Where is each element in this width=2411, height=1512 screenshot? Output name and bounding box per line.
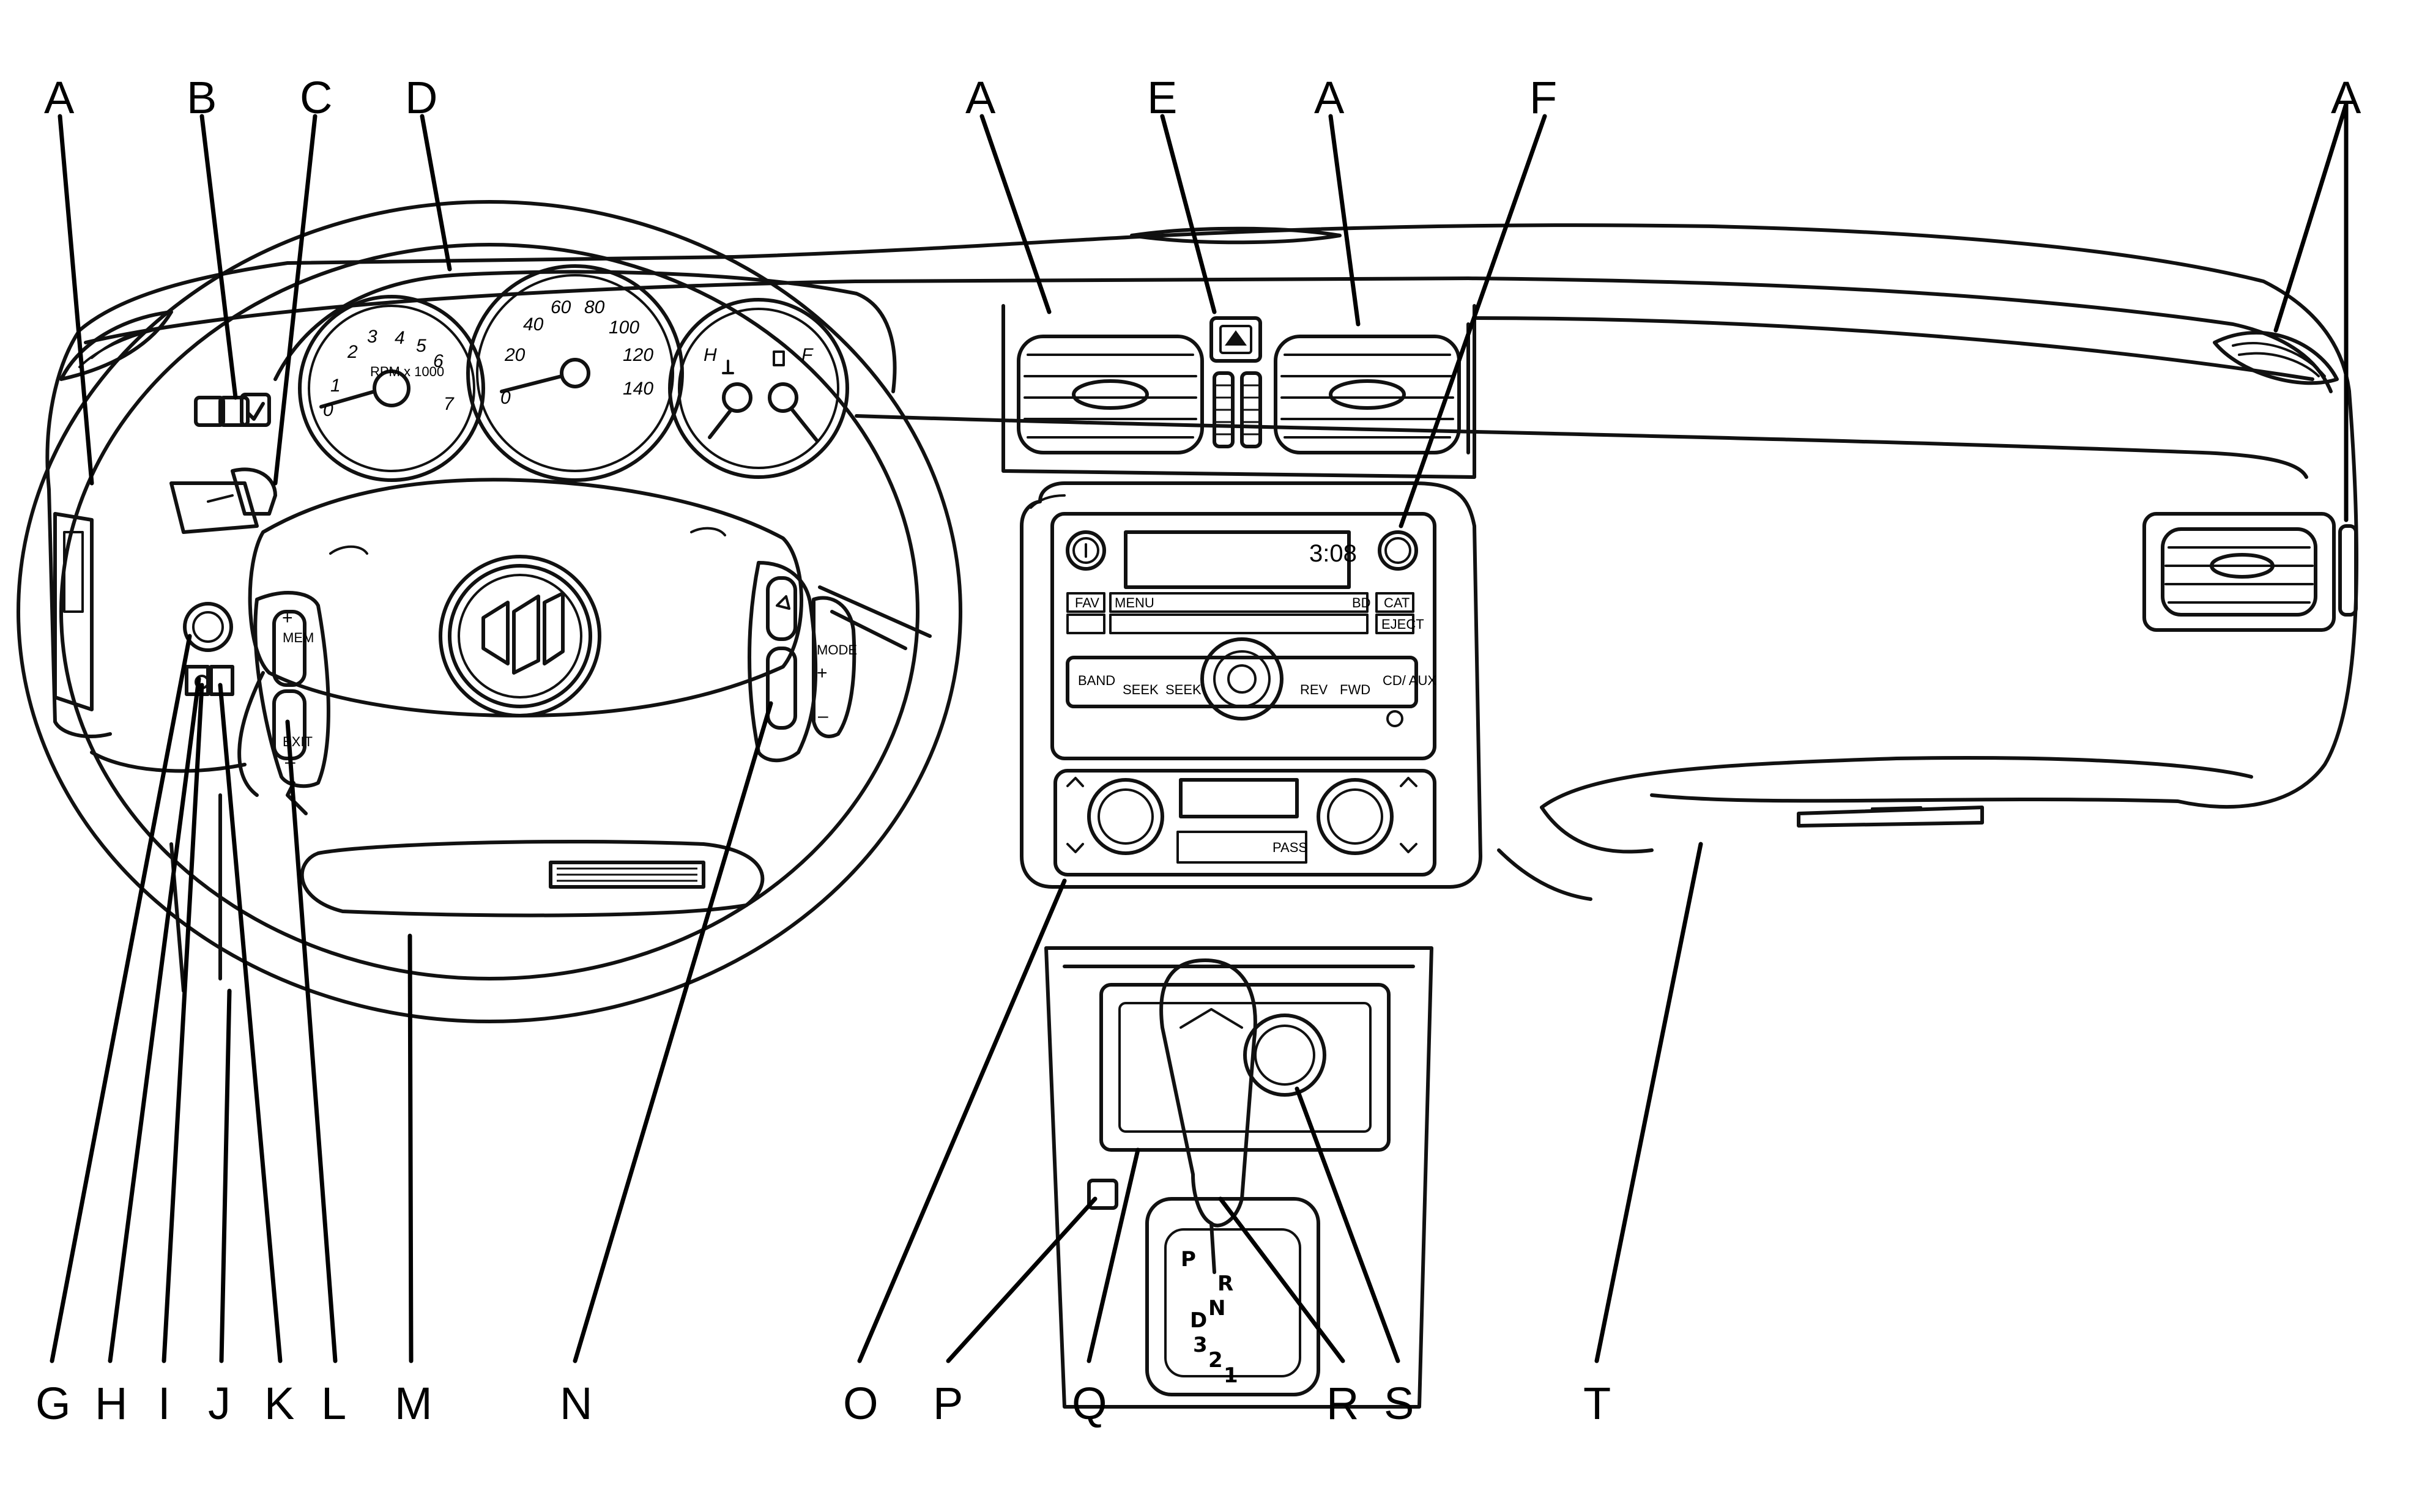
tach-num-1: 1 xyxy=(330,376,341,396)
speed-num-80: 80 xyxy=(584,297,605,317)
svg-text:+: + xyxy=(282,608,293,628)
radio-band-label: BAND xyxy=(1078,673,1115,688)
callout-i: I xyxy=(158,1378,171,1429)
gear-p: P xyxy=(1181,1247,1196,1272)
callout-r: R xyxy=(1326,1378,1359,1429)
callout-o: O xyxy=(843,1378,879,1429)
speed-num-120: 120 xyxy=(623,345,653,365)
callout-m: M xyxy=(395,1378,433,1429)
gear-d: D xyxy=(1190,1308,1207,1333)
fuel-f-label: F xyxy=(801,345,814,365)
callout-c: C xyxy=(300,72,332,123)
callout-b: B xyxy=(187,72,217,123)
gear-n: N xyxy=(1208,1296,1225,1321)
callout-s: S xyxy=(1384,1378,1414,1429)
tach-num-4: 4 xyxy=(395,328,405,348)
instrument-cluster: 1 2 3 4 5 6 7 0 RPM x 1000 0 20 40 60 80… xyxy=(194,264,897,482)
gear-2: 2 xyxy=(1208,1348,1223,1373)
radio-clock: 3:08 xyxy=(1309,540,1357,567)
speed-num-100: 100 xyxy=(609,317,639,338)
radio-bd-label: BD xyxy=(1352,595,1371,610)
temp-fuel-gauge: H F xyxy=(668,298,849,479)
speed-num-0: 0 xyxy=(500,388,511,408)
tachometer: 1 2 3 4 5 6 7 0 RPM x 1000 xyxy=(298,295,485,482)
speed-num-60: 60 xyxy=(551,297,571,317)
wheel-mem-label: MEM xyxy=(283,630,314,645)
tach-num-5: 5 xyxy=(416,336,426,356)
callout-j: J xyxy=(208,1378,231,1429)
radio-menu-label: MENU xyxy=(1115,595,1154,610)
center-air-outlets xyxy=(1001,304,1476,479)
callout-l: L xyxy=(321,1378,346,1429)
steering-wheel xyxy=(17,200,962,1023)
callout-h: H xyxy=(95,1378,127,1429)
cluster-left-buttons xyxy=(194,393,271,427)
tach-num-0: 0 xyxy=(323,400,333,420)
tach-label: RPM x 1000 xyxy=(370,364,444,379)
tach-num-6: 6 xyxy=(433,351,444,371)
callout-leaders xyxy=(50,102,2349,1363)
radio-seek-fwd-label: SEEK xyxy=(1165,682,1202,697)
console: P R N D 3 2 1 xyxy=(1044,946,1433,1409)
svg-text:–: – xyxy=(818,706,828,726)
gear-1: 1 xyxy=(1224,1363,1238,1388)
speed-num-40: 40 xyxy=(523,314,544,335)
callout-p: P xyxy=(933,1378,963,1429)
radio-cat-label: CAT xyxy=(1384,595,1410,610)
radio-fwd-label: FWD xyxy=(1340,682,1370,697)
speedometer: 0 20 40 60 80 100 120 140 xyxy=(466,264,684,482)
radio-rev-label: REV xyxy=(1300,682,1328,697)
radio-cd-aux-label: CD/ AUX xyxy=(1383,673,1436,688)
speed-num-20: 20 xyxy=(504,345,526,365)
tach-num-3: 3 xyxy=(367,327,377,347)
svg-text:+: + xyxy=(817,663,828,683)
radio-seek-back-label: SEEK xyxy=(1123,682,1159,697)
callout-e: E xyxy=(1147,72,1177,123)
gear-3: 3 xyxy=(1193,1333,1208,1357)
callout-a-1: A xyxy=(44,72,75,123)
callout-a-4: A xyxy=(2331,72,2361,123)
wheel-mode-label: MODE xyxy=(817,642,857,658)
callout-a-3: A xyxy=(1314,72,1345,123)
callout-d: D xyxy=(405,72,437,123)
radio: 3:08 FAV MENU BD CAT EJECT BAND SEEK SEE… xyxy=(1050,512,1436,760)
callout-n: N xyxy=(560,1378,592,1429)
callout-f: F xyxy=(1529,72,1557,123)
left-side-air-outlet xyxy=(53,310,173,711)
tach-num-7: 7 xyxy=(444,394,455,414)
climate-control: PASS xyxy=(1053,769,1436,876)
tach-num-2: 2 xyxy=(347,342,358,362)
radio-fav-label: FAV xyxy=(1075,595,1099,610)
climate-pass-label: PASS xyxy=(1272,840,1307,855)
callout-t: T xyxy=(1583,1378,1611,1429)
right-steering-wheel-controls: MODE + – xyxy=(748,561,932,763)
callout-q: Q xyxy=(1072,1378,1107,1429)
callout-letters: A B C D A E A F A G H I J K L M N O P Q … xyxy=(35,72,2361,1429)
temp-h-label: H xyxy=(704,345,717,365)
center-stack xyxy=(1020,481,1482,889)
wiper-stalk xyxy=(169,467,277,534)
callout-k: K xyxy=(264,1378,294,1429)
headlamp-controls xyxy=(183,602,234,696)
callout-a-2: A xyxy=(965,72,996,123)
callout-g: G xyxy=(35,1378,71,1429)
right-side-air-outlet xyxy=(2142,331,2358,632)
speed-num-140: 140 xyxy=(623,379,653,399)
gear-r: R xyxy=(1217,1272,1233,1296)
radio-eject-label: EJECT xyxy=(1381,617,1424,632)
